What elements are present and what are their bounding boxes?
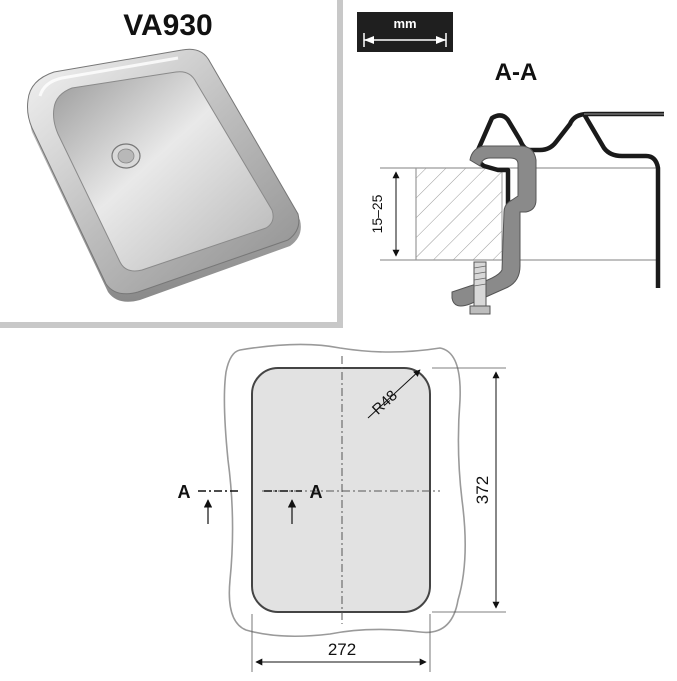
radius-leader [367, 369, 421, 419]
sink-wall-profile [582, 112, 661, 288]
sink-photo [27, 48, 301, 302]
height-dimension-label: 372 [473, 476, 492, 504]
section-title: A-A [495, 59, 538, 86]
sink-flange-profile [474, 111, 664, 210]
thickness-dimension-label: 15–25 [369, 194, 385, 233]
worktop-outline [223, 343, 466, 638]
unit-badge: mm [357, 12, 453, 52]
plan-view: R48 372 272 A A [178, 343, 506, 672]
photo-panel-frame [0, 0, 343, 328]
worktop-section [415, 167, 503, 261]
product-model-title: VA930 [123, 9, 213, 42]
section-marker-right: A [310, 482, 323, 502]
section-drawing: 15–25 [369, 111, 664, 315]
unit-badge-label: mm [393, 16, 416, 31]
width-dimension-label: 272 [328, 640, 356, 659]
mounting-clamp [451, 145, 537, 307]
cutout-area [251, 367, 431, 613]
section-marker-left: A [178, 482, 191, 502]
